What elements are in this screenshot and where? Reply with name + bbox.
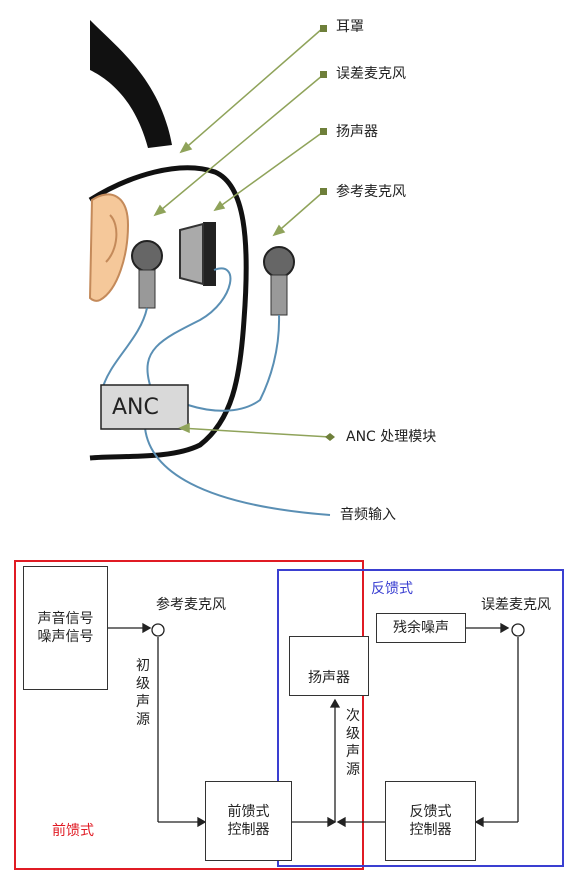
error-mic-icon	[131, 240, 163, 309]
reference-mic-label: 参考麦克风	[336, 184, 406, 200]
ear-cup-outline	[88, 165, 249, 461]
feedback-region	[277, 569, 564, 867]
feedback-controller-box: 反馈式 控制器	[385, 781, 476, 861]
residual-noise-box: 残余噪声	[376, 613, 466, 643]
headband	[90, 20, 172, 148]
feedback-label: 反馈式	[371, 581, 413, 597]
feedforward-region	[14, 560, 364, 870]
error-mic-circle	[511, 623, 525, 637]
anc-module-label: ANC 处理模块	[346, 429, 437, 445]
anc-box	[100, 384, 189, 430]
signal-box: 声音信号 噪声信号	[23, 566, 108, 690]
block-ref-mic-label: 参考麦克风	[156, 597, 226, 613]
feedforward-controller-box: 前馈式 控制器	[205, 781, 292, 861]
reference-mic-icon	[263, 246, 295, 316]
ear-cup-label: 耳罩	[336, 19, 364, 35]
speaker-box-text: 扬声器	[308, 670, 350, 686]
feedforward-controller-text: 前馈式 控制器	[227, 804, 270, 838]
ref-mic-circle	[151, 623, 165, 637]
cables	[101, 267, 331, 516]
speaker-label: 扬声器	[336, 124, 378, 140]
ear-shape	[88, 193, 130, 302]
feedforward-label: 前馈式	[52, 823, 94, 839]
leader-markers	[320, 25, 335, 441]
anc-box-text: ANC	[112, 395, 159, 420]
primary-source-label: 初级声源	[136, 658, 150, 728]
block-diagram-lines	[108, 622, 519, 828]
secondary-source-label: 次级声源	[346, 708, 360, 778]
audio-input-label: 音频输入	[340, 507, 396, 523]
signal-box-text: 声音信号 噪声信号	[37, 611, 94, 645]
leader-lines	[153, 27, 331, 438]
feedback-controller-text: 反馈式 控制器	[409, 804, 452, 838]
block-error-mic-label: 误差麦克风	[481, 597, 551, 613]
residual-noise-text: 残余噪声	[393, 620, 449, 636]
speaker-box: 扬声器	[289, 636, 369, 696]
error-mic-label: 误差麦克风	[336, 66, 406, 82]
ear-inner	[105, 214, 118, 263]
speaker-icon	[179, 222, 216, 286]
